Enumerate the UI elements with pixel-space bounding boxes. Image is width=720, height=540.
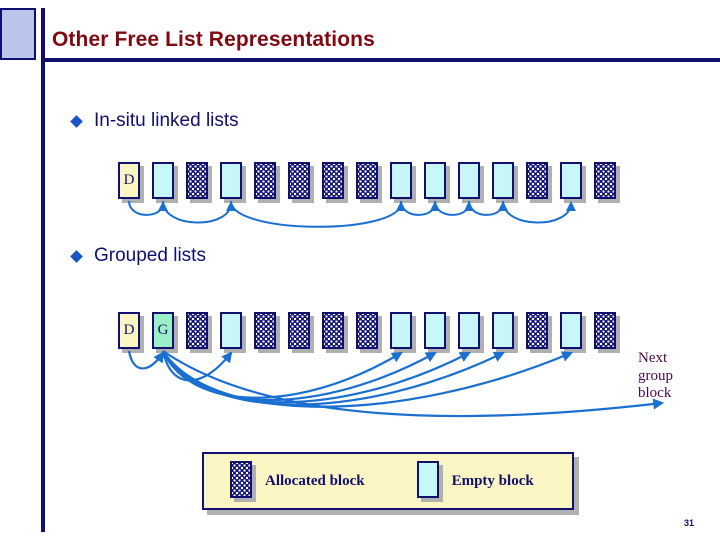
link-arrow-to-next-group-block xyxy=(162,350,665,418)
block-body xyxy=(526,312,548,349)
block-body xyxy=(152,162,174,199)
block-body xyxy=(254,162,276,199)
memory-block-alloc-5 xyxy=(288,312,314,353)
block-body xyxy=(526,162,548,199)
memory-block-alloc-4 xyxy=(254,312,280,353)
memory-block-empty-8 xyxy=(390,162,416,203)
block-body xyxy=(594,312,616,349)
bullet-label: Grouped lists xyxy=(94,245,206,266)
block-body xyxy=(220,162,242,199)
memory-block-alloc-12 xyxy=(526,312,552,353)
memory-block-empty-3 xyxy=(220,312,246,353)
legend-label: Allocated block xyxy=(265,472,365,489)
memory-block-alloc-14 xyxy=(594,162,620,203)
link-arrow-11-to-13 xyxy=(502,200,576,224)
block-body xyxy=(492,312,514,349)
memory-block-empty-8 xyxy=(390,312,416,353)
memory-block-alloc-14 xyxy=(594,312,620,353)
memory-block-empty-9 xyxy=(424,162,450,203)
block-body xyxy=(186,312,208,349)
link-arrow-1-to-8 xyxy=(162,350,403,399)
bullet-label: In-situ linked lists xyxy=(94,110,239,131)
memory-block-empty-1 xyxy=(152,162,178,203)
memory-block-empty-13 xyxy=(560,312,586,353)
link-arrow-0-to-1 xyxy=(128,200,168,216)
link-arrow-1-to-9 xyxy=(162,350,437,402)
block-body xyxy=(458,162,480,199)
block-body xyxy=(560,162,582,199)
diamond-bullet-icon xyxy=(70,249,83,263)
next-group-block-line: Next xyxy=(638,350,668,366)
decorative-horizontal-rule xyxy=(41,58,720,62)
memory-block-empty-10 xyxy=(458,312,484,353)
decorative-corner-box xyxy=(0,8,36,60)
link-arrow-8-to-9 xyxy=(400,200,440,216)
page-title: Other Free List Representations xyxy=(52,28,375,51)
block-body xyxy=(594,162,616,199)
block-body xyxy=(288,312,310,349)
empty-block-swatch-icon xyxy=(416,461,443,502)
block-body xyxy=(288,162,310,199)
allocated-block-swatch-icon xyxy=(230,461,256,502)
memory-block-head-0: D xyxy=(118,312,144,353)
link-arrow-1-to-3 xyxy=(162,200,236,224)
legend-label: Empty block xyxy=(451,472,534,489)
block-body xyxy=(390,162,412,199)
bullet-item-in-situ-linked-lists: In-situ linked lists xyxy=(70,110,239,132)
block-body: D xyxy=(118,312,140,349)
block-body xyxy=(254,312,276,349)
memory-block-empty-10 xyxy=(458,162,484,203)
page-number: 31 xyxy=(684,518,695,528)
memory-block-alloc-7 xyxy=(356,162,382,203)
decorative-vertical-rule xyxy=(41,8,45,532)
memory-block-alloc-4 xyxy=(254,162,280,203)
block-body xyxy=(390,312,412,349)
next-group-block-line: block xyxy=(638,385,672,402)
diamond-bullet-icon xyxy=(70,114,83,128)
block-body xyxy=(220,312,242,349)
bullet-item-grouped-lists: Grouped lists xyxy=(70,245,206,267)
block-body xyxy=(492,162,514,199)
memory-block-empty-9 xyxy=(424,312,450,353)
link-arrow-0-to-1 xyxy=(127,350,165,370)
legend-item-allocated-block: Allocated block xyxy=(230,461,365,502)
memory-block-empty-11 xyxy=(492,312,518,353)
block-legend: Allocated block Empty block xyxy=(202,452,574,510)
block-body: D xyxy=(118,162,140,199)
memory-block-alloc-12 xyxy=(526,162,552,203)
link-arrows xyxy=(127,350,665,418)
memory-block-alloc-5 xyxy=(288,162,314,203)
block-body: G xyxy=(152,312,174,349)
link-arrow-10-to-11 xyxy=(468,200,508,216)
link-arrow-1-to-13 xyxy=(162,350,574,408)
link-arrow-1-to-3 xyxy=(161,350,233,382)
link-arrow-3-to-8 xyxy=(230,200,406,228)
link-arrow-9-to-10 xyxy=(434,200,474,216)
memory-block-alloc-2 xyxy=(186,162,212,203)
block-body xyxy=(186,162,208,199)
memory-block-empty-3 xyxy=(220,162,246,203)
next-group-block-line: group xyxy=(638,367,673,384)
memory-block-empty-11 xyxy=(492,162,518,203)
memory-block-head-0: D xyxy=(118,162,144,203)
block-body xyxy=(424,312,446,349)
block-body xyxy=(322,312,344,349)
block-body xyxy=(560,312,582,349)
block-body xyxy=(356,162,378,199)
memory-block-group-1: G xyxy=(152,312,178,353)
block-body xyxy=(322,162,344,199)
memory-block-alloc-7 xyxy=(356,312,382,353)
block-body xyxy=(424,162,446,199)
memory-block-alloc-2 xyxy=(186,312,212,353)
memory-block-alloc-6 xyxy=(322,162,348,203)
block-body xyxy=(458,312,480,349)
link-arrow-1-to-11 xyxy=(162,350,505,406)
legend-item-empty-block: Empty block xyxy=(416,461,534,502)
block-body xyxy=(356,312,378,349)
memory-block-empty-13 xyxy=(560,162,586,203)
link-arrow-1-to-10 xyxy=(162,350,471,404)
memory-block-alloc-6 xyxy=(322,312,348,353)
